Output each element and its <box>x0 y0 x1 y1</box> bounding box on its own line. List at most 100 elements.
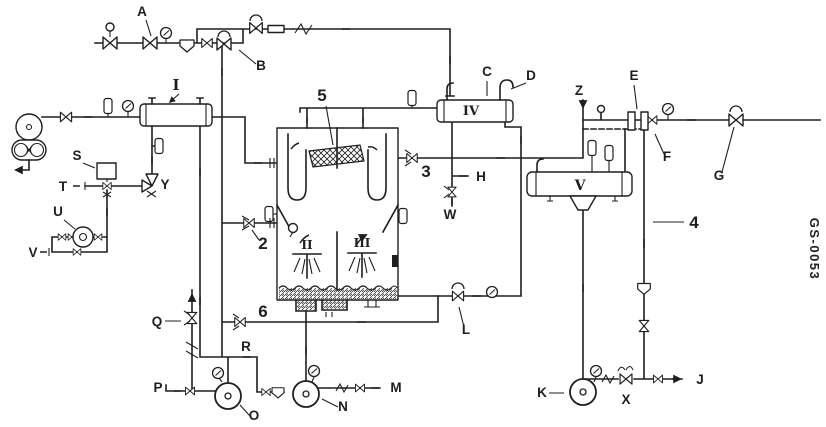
pump-K <box>569 378 597 406</box>
terminator-tick <box>48 182 86 256</box>
flange-ticks <box>145 104 207 126</box>
pressure-gauge <box>661 102 675 116</box>
suction-strainer <box>271 387 285 399</box>
blower-shaft <box>25 123 33 131</box>
line-break-symbol <box>601 373 615 385</box>
pressure-gauge <box>211 366 225 380</box>
leader-lines <box>63 19 735 417</box>
fitting-E-flange <box>640 111 649 131</box>
nozzle-stubs <box>148 97 204 175</box>
vent-pipe <box>536 158 544 173</box>
valve-actuator <box>249 14 263 22</box>
label-O: O <box>249 408 260 423</box>
gauge-stem <box>593 376 597 383</box>
label-R: R <box>241 339 251 354</box>
label-G: G <box>714 168 725 183</box>
line-instrument <box>103 97 113 115</box>
label-P: P <box>153 380 162 395</box>
valve-B-actuator <box>217 30 231 38</box>
seal-flush-loop <box>48 137 164 256</box>
label-S: S <box>72 148 81 163</box>
vapor-risers <box>299 107 438 129</box>
gate-valve <box>638 319 650 333</box>
pressure-gauge <box>159 26 173 40</box>
gauge-stem <box>311 376 315 383</box>
label-A: A <box>137 4 147 19</box>
wall-nozzle-flange <box>392 255 398 267</box>
label-item-3: 3 <box>421 162 430 181</box>
label-drum-V: V <box>574 178 587 194</box>
line-break-symbol <box>294 22 313 36</box>
line-blind <box>267 24 285 34</box>
drawing-number: GS-0053 <box>807 218 822 281</box>
sight-glass <box>154 137 164 155</box>
check-valve <box>637 282 651 295</box>
local-instrument <box>287 222 299 234</box>
u-tube-right <box>367 133 387 201</box>
pipe-run <box>397 99 821 380</box>
valve-B <box>216 37 232 51</box>
gate-valve <box>184 386 196 396</box>
valve-actuator <box>729 105 743 113</box>
control-valve <box>102 36 118 50</box>
label-leader-plain <box>238 49 465 328</box>
instrument-tail <box>289 231 294 238</box>
gate-valve <box>354 383 366 393</box>
flange-ticks <box>535 172 623 196</box>
exchanger-I <box>139 97 213 175</box>
blower-drain-pipe <box>21 159 30 171</box>
motor-cross <box>25 145 33 155</box>
exchanger-IV <box>436 79 514 123</box>
label-B: B <box>256 58 266 73</box>
angle-valve-Y <box>141 173 159 193</box>
label-V: V <box>28 245 37 260</box>
pump-N <box>292 380 320 408</box>
drain-cross <box>102 191 112 198</box>
line-gauge <box>485 285 499 299</box>
motor-coil <box>13 142 29 158</box>
flow-arrow-right <box>84 28 680 392</box>
blower <box>11 113 47 171</box>
label-M: M <box>390 380 401 395</box>
boot-liquid <box>297 300 316 310</box>
flow-arrow-up <box>192 68 645 305</box>
control-valve-X <box>619 373 633 385</box>
drain-valve-W <box>447 186 457 198</box>
label-E: E <box>629 68 638 83</box>
header-instrument <box>407 89 417 107</box>
level-instrument <box>398 207 408 225</box>
label-C: C <box>482 64 492 79</box>
valve-A <box>142 36 158 50</box>
pump-O <box>214 382 242 410</box>
valve-cross <box>443 185 450 199</box>
right-pipe-network <box>397 99 821 385</box>
liquid-level-hatch <box>279 288 397 299</box>
valve-actuator <box>105 22 115 32</box>
valves-and-fittings <box>59 14 744 399</box>
evaporator-vessel <box>264 89 438 382</box>
gate-valve <box>201 37 213 49</box>
liquid-surface <box>278 285 398 291</box>
label-chamber-III: III <box>354 236 371 250</box>
motor-coil <box>29 142 45 158</box>
valve-cross <box>183 310 191 326</box>
label-L: L <box>462 322 470 337</box>
valve-cross <box>232 313 240 331</box>
label-chamber-II: II <box>301 238 313 252</box>
spray-fan-right <box>348 256 376 274</box>
gauge-stem <box>218 377 223 383</box>
flow-arrows <box>16 28 696 392</box>
three-way-valve <box>102 181 112 191</box>
boot-liquid <box>323 300 347 309</box>
gate-valve <box>59 111 73 123</box>
pressure-gauge <box>307 364 321 378</box>
label-item-6: 6 <box>258 302 267 321</box>
label-exchanger-IV: IV <box>463 104 480 119</box>
label-J: J <box>696 372 704 387</box>
label-Y: Y <box>160 177 169 192</box>
spray-header-right <box>347 252 377 278</box>
pumps <box>211 364 603 410</box>
flow-arrow-left <box>16 119 696 323</box>
